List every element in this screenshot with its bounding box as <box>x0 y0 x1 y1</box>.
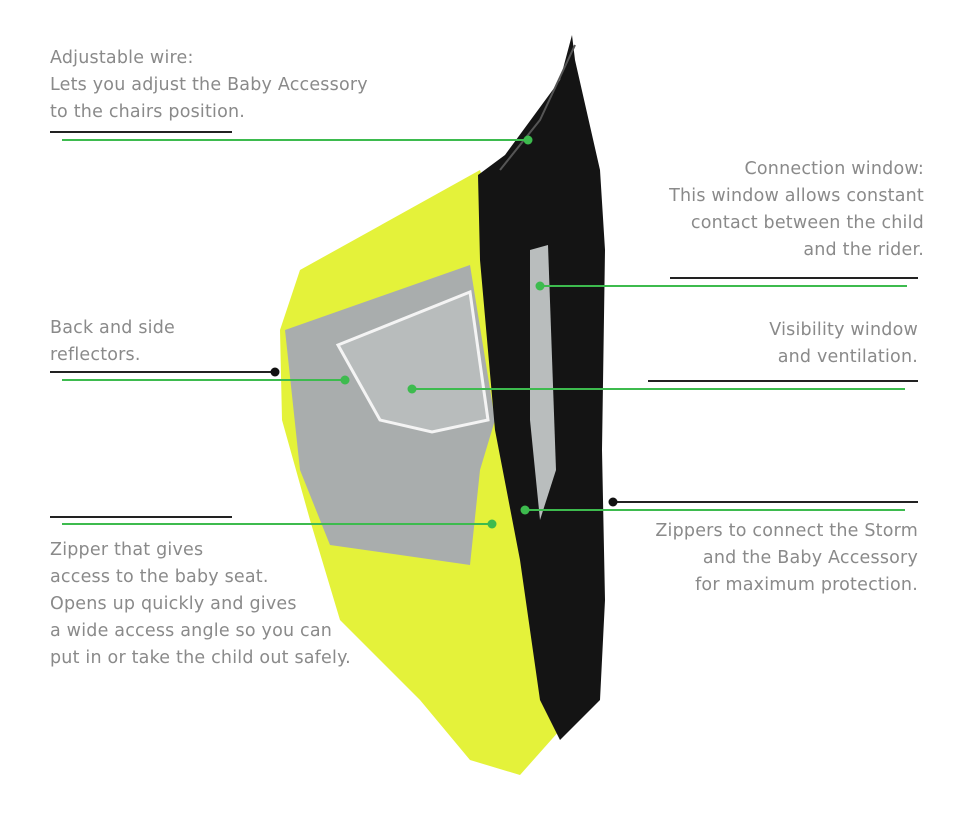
callout-line: Zipper that gives <box>50 540 204 560</box>
callout-zipper-access-lines <box>50 516 497 529</box>
callout-line: a wide access angle so you can <box>50 621 333 641</box>
callout-adjustable-wire: Adjustable wire: Lets you adjust the Bab… <box>50 45 368 126</box>
callout-visibility-window: Visibility window and ventilation. <box>769 317 918 371</box>
callout-line: Connection window: <box>744 159 924 179</box>
callout-line: reflectors. <box>50 345 141 365</box>
callout-line: Zippers to connect the Storm <box>655 521 918 541</box>
callout-line: and ventilation. <box>777 347 918 367</box>
callout-adjustable-wire-lines <box>50 131 533 145</box>
callout-line: access to the baby seat. <box>50 567 269 587</box>
callout-line: to the chairs position. <box>50 102 246 122</box>
wire <box>499 44 576 171</box>
connection-window-inner <box>530 245 556 520</box>
callout-connection-window-lines <box>535 277 918 291</box>
callout-line: for maximum protection. <box>695 575 918 595</box>
callout-line: Lets you adjust the Baby Accessory <box>50 75 368 95</box>
callout-line: and the rider. <box>803 240 924 260</box>
callout-zippers-connect: Zippers to connect the Storm and the Bab… <box>655 518 918 599</box>
callout-line: Visibility window <box>769 320 918 340</box>
callout-line: This window allows constant <box>669 186 924 206</box>
callout-visibility-window-lines <box>407 380 918 394</box>
callout-zipper-access: Zipper that gives access to the baby sea… <box>50 537 351 672</box>
callout-reflectors: Back and side reflectors. <box>50 315 175 369</box>
window-outline <box>335 289 490 434</box>
callout-reflectors-lines <box>50 367 350 385</box>
callout-line: and the Baby Accessory <box>702 548 918 568</box>
callout-line: put in or take the child out safely. <box>50 648 351 668</box>
callout-line: Opens up quickly and gives <box>50 594 297 614</box>
callout-connection-window: Connection window: This window allows co… <box>669 156 924 264</box>
callout-line: contact between the child <box>690 213 924 233</box>
callout-line: Adjustable wire: <box>50 48 194 68</box>
callout-line: Back and side <box>50 318 175 338</box>
callout-zippers-connect-lines <box>520 497 918 515</box>
